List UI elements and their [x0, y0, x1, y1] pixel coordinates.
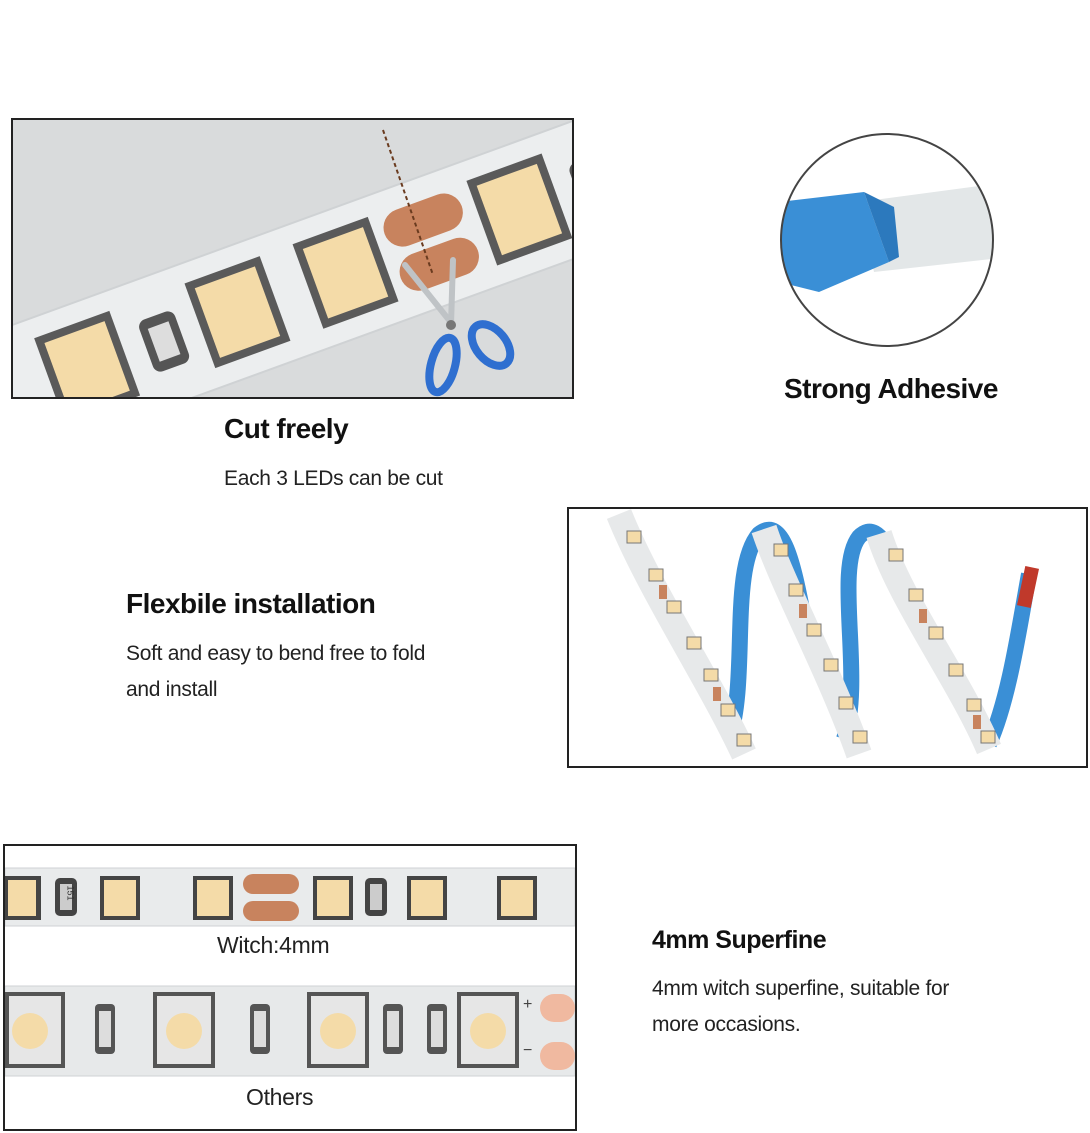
led-chip — [292, 216, 399, 329]
flex-title: Flexbile installation — [126, 588, 376, 619]
flexible-strip-image — [567, 507, 1088, 768]
led-chip — [34, 310, 141, 397]
flex-desc-line1: Soft and easy to bend free to fold — [126, 642, 426, 665]
superfine-desc-line1: 4mm witch superfine, suitable for — [652, 977, 950, 1000]
width-comparison-image: 151 + − Witch:4mm Others — [3, 844, 577, 1131]
flex-desc-line2: and install — [126, 678, 218, 701]
cut-freely-title: Cut freely — [224, 413, 349, 444]
minus-sign: − — [523, 1042, 533, 1059]
copper-pads — [659, 585, 981, 729]
adhesive-image — [779, 132, 995, 348]
cut-pads — [383, 193, 479, 291]
resistor-marking: 151 — [65, 885, 76, 901]
led-chip — [466, 153, 572, 266]
thin-strip-label: Witch:4mm — [217, 932, 330, 958]
resistor — [139, 311, 190, 372]
wide-strip-leds — [5, 992, 575, 1070]
plus-sign: + — [523, 996, 533, 1013]
led-chip — [184, 256, 291, 369]
led-chips — [626, 530, 996, 747]
scissors-icon — [402, 257, 515, 397]
cut-freely-image — [11, 118, 574, 399]
superfine-title: 4mm Superfine — [652, 926, 827, 954]
bent-strip-illustration — [569, 509, 1086, 766]
adhesive-tape-illustration — [780, 133, 994, 347]
cut-line — [382, 129, 434, 276]
superfine-desc-line2: more occasions. — [652, 1013, 801, 1036]
thin-strip-leds — [5, 874, 537, 921]
adhesive-title: Strong Adhesive — [784, 373, 998, 404]
led-strip-cut-illustration — [13, 120, 572, 397]
strip-comparison-illustration — [5, 846, 575, 1129]
cut-freely-desc: Each 3 LEDs can be cut — [224, 467, 443, 490]
others-label: Others — [246, 1084, 314, 1110]
